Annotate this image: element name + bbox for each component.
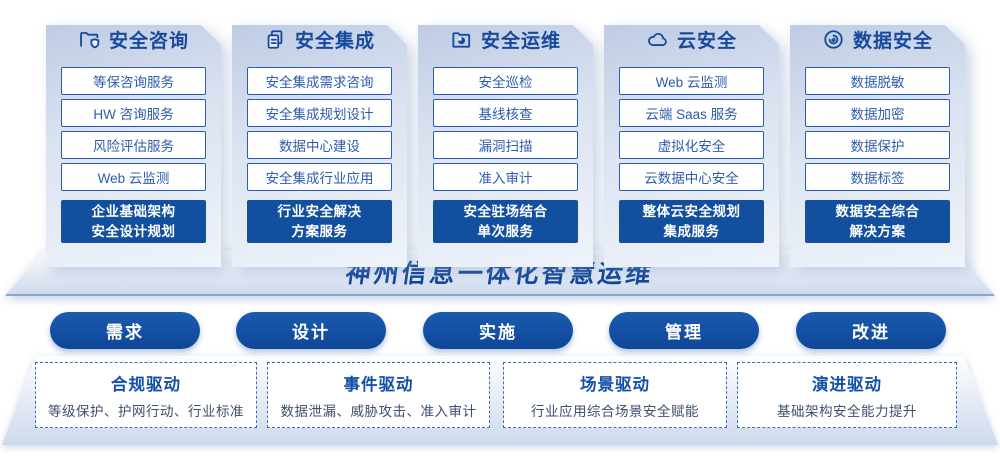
highlight-line: 单次服务: [477, 223, 534, 239]
card-title: 安全运维: [480, 30, 561, 52]
highlight-line: 解决方案: [849, 223, 906, 239]
card-header: 云安全: [604, 25, 779, 53]
highlight-service: 数据安全综合 解决方案: [805, 200, 950, 243]
phase-pill-implementation: 实施: [423, 312, 573, 349]
card-title: 安全集成: [294, 30, 375, 52]
card-security-operations: 安全运维 安全巡检 基线核查 漏洞扫描 准入审计 安全驻场结合 单次服务: [418, 10, 593, 267]
service-item: Web 云监测: [619, 67, 764, 95]
highlight-line: 方案服务: [291, 223, 348, 239]
driver-title: 事件驱动: [343, 375, 414, 394]
highlight-line: 数据安全综合: [835, 203, 920, 219]
driver-desc: 数据泄漏、威胁攻击、准入审计: [280, 403, 477, 419]
service-item: 漏洞扫描: [433, 131, 578, 159]
service-item: 数据标签: [805, 163, 950, 191]
card-header: 数据安全: [790, 25, 965, 53]
cloud-icon: [646, 28, 669, 51]
service-item: 等保咨询服务: [61, 67, 206, 95]
highlight-line: 集成服务: [663, 223, 720, 239]
highlight-line: 行业安全解决: [277, 203, 362, 219]
service-item: 数据脱敏: [805, 67, 950, 95]
card-title: 云安全: [676, 30, 737, 52]
fingerprint-icon: [822, 28, 845, 51]
card-header: 安全运维: [418, 25, 593, 53]
driver-title: 合规驱动: [111, 375, 181, 394]
highlight-line: 安全驻场结合: [463, 203, 548, 219]
driver-incident: 事件驱动 数据泄漏、威胁攻击、准入审计: [267, 362, 490, 428]
copy-docs-icon: [264, 28, 287, 51]
service-item: 安全集成规划设计: [247, 99, 392, 127]
service-item: 云数据中心安全: [619, 163, 764, 191]
driver-desc: 等级保护、护网行动、行业标准: [48, 403, 244, 419]
service-item: 安全集成需求咨询: [247, 67, 392, 95]
service-item: 云端 Saas 服务: [619, 99, 764, 127]
card-data-security: 数据安全 数据脱敏 数据加密 数据保护 数据标签 数据安全综合 解决方案: [790, 10, 965, 267]
phase-pill-management: 管理: [609, 312, 759, 349]
phase-pills: 需求 设计 实施 管理 改进: [0, 312, 1000, 349]
card-header: 安全集成: [232, 25, 407, 53]
highlight-service: 行业安全解决 方案服务: [247, 200, 392, 243]
highlight-service: 安全驻场结合 单次服务: [433, 200, 578, 243]
service-item: 虚拟化安全: [619, 131, 764, 159]
card-security-integration: 安全集成 安全集成需求咨询 安全集成规划设计 数据中心建设 安全集成行业应用 行…: [232, 10, 407, 267]
service-item: Web 云监测: [61, 163, 206, 191]
driver-desc: 基础架构安全能力提升: [777, 403, 917, 419]
driver-scenario: 场景驱动 行业应用综合场景安全赋能: [503, 362, 727, 428]
phase-pill-requirements: 需求: [50, 312, 200, 349]
phase-pill-improvement: 改进: [796, 312, 946, 349]
driver-title: 场景驱动: [580, 375, 650, 394]
folder-pie-icon: [450, 28, 473, 51]
driver-desc: 行业应用综合场景安全赋能: [531, 403, 699, 419]
service-item: 数据中心建设: [247, 131, 392, 159]
card-security-consulting: 安全咨询 等保咨询服务 HW 咨询服务 风险评估服务 Web 云监测 企业基础架…: [46, 10, 221, 267]
phase-pill-design: 设计: [236, 312, 386, 349]
service-item: 数据加密: [805, 99, 950, 127]
folder-shield-icon: [78, 28, 101, 51]
card-header: 安全咨询: [46, 25, 221, 53]
highlight-service: 企业基础架构 安全设计规划: [61, 200, 206, 243]
card-cloud-security: 云安全 Web 云监测 云端 Saas 服务 虚拟化安全 云数据中心安全 整体云…: [604, 10, 779, 267]
highlight-line: 企业基础架构: [91, 203, 176, 219]
highlight-line: 安全设计规划: [91, 223, 176, 239]
service-item: 数据保护: [805, 131, 950, 159]
card-title: 数据安全: [852, 30, 933, 52]
service-item: 风险评估服务: [61, 131, 206, 159]
service-item: 准入审计: [433, 163, 578, 191]
highlight-service: 整体云安全规划 集成服务: [619, 200, 764, 243]
service-item: HW 咨询服务: [61, 99, 206, 127]
service-item: 基线核查: [433, 99, 578, 127]
driver-evolution: 演进驱动 基础架构安全能力提升: [737, 362, 957, 428]
service-item: 安全巡检: [433, 67, 578, 95]
driver-title: 演进驱动: [812, 375, 882, 394]
driver-compliance: 合规驱动 等级保护、护网行动、行业标准: [35, 362, 257, 428]
service-item: 安全集成行业应用: [247, 163, 392, 191]
driver-boxes: 合规驱动 等级保护、护网行动、行业标准 事件驱动 数据泄漏、威胁攻击、准入审计 …: [0, 362, 1000, 428]
card-title: 安全咨询: [108, 30, 189, 52]
highlight-line: 整体云安全规划: [642, 203, 741, 219]
